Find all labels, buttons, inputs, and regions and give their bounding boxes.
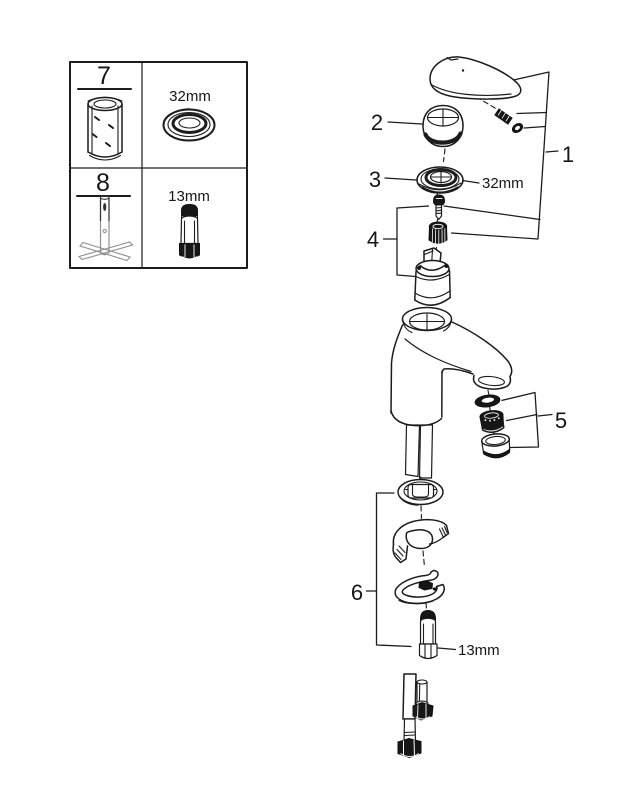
tool-7-label: 7 xyxy=(97,62,111,90)
callout-bracket-4 xyxy=(382,205,430,278)
cartridge-sleeve-tool-drawing xyxy=(87,96,123,161)
stud-size-label: 13mm xyxy=(458,642,500,659)
callout-1-label: 1 xyxy=(562,142,574,167)
callout-2-leader xyxy=(387,121,423,125)
cartridge-drawing xyxy=(414,247,451,306)
base-gasket-drawing xyxy=(397,478,444,506)
exploded-view: 1 2 3 32mm xyxy=(351,56,574,759)
cell-size-32mm: 32mm xyxy=(162,88,216,142)
seal-ring-32mm-drawing xyxy=(162,108,216,142)
callout-2-label: 2 xyxy=(371,110,383,135)
ring-size-label: 32mm xyxy=(482,175,524,192)
callout-3-label: 3 xyxy=(369,167,381,192)
callout-5-label: 5 xyxy=(555,408,567,433)
faucet-body-drawing xyxy=(390,306,513,427)
threaded-stud-drawing xyxy=(418,609,438,660)
retaining-ring-drawing xyxy=(416,166,464,194)
cartridge-screw-drawing xyxy=(432,194,446,221)
handle-plug-drawing xyxy=(511,122,524,134)
escutcheon-cap-drawing xyxy=(422,104,464,148)
callout-6-label: 6 xyxy=(351,580,363,605)
stud-size-leader xyxy=(437,647,457,651)
callout-bracket-1 xyxy=(443,71,559,240)
adapter-13mm-drawing xyxy=(179,203,200,260)
callout-bracket-5 xyxy=(501,391,553,449)
cap-nut-drawing xyxy=(428,221,448,245)
t-wrench-tool-drawing xyxy=(77,195,134,262)
cell-tool-8: 8 xyxy=(76,169,134,262)
callout-3-leader xyxy=(384,177,417,181)
hose-connectors-drawing xyxy=(397,673,434,759)
spout-seal-drawing xyxy=(474,394,501,408)
size-32mm-table-label: 32mm xyxy=(169,88,211,105)
tool-8-label: 8 xyxy=(96,169,110,197)
callout-4-label: 4 xyxy=(367,227,379,252)
aerator-housing-drawing xyxy=(480,433,511,459)
wedge-gasket-drawing xyxy=(392,518,450,564)
callout-bracket-6 xyxy=(365,492,412,648)
lever-handle-drawing xyxy=(429,56,522,100)
horseshoe-washer-drawing xyxy=(394,569,445,605)
handle-screw-drawing xyxy=(494,108,513,125)
cell-tool-7: 7 xyxy=(77,62,132,161)
ring-size-leader xyxy=(461,179,480,184)
parts-table: 7 32mm xyxy=(69,61,248,269)
size-13mm-table-label: 13mm xyxy=(168,188,210,205)
table-border xyxy=(69,61,248,269)
supply-hoses-mid-drawing xyxy=(404,424,434,479)
aerator-insert-drawing xyxy=(479,410,505,433)
cell-size-13mm: 13mm xyxy=(168,188,210,260)
